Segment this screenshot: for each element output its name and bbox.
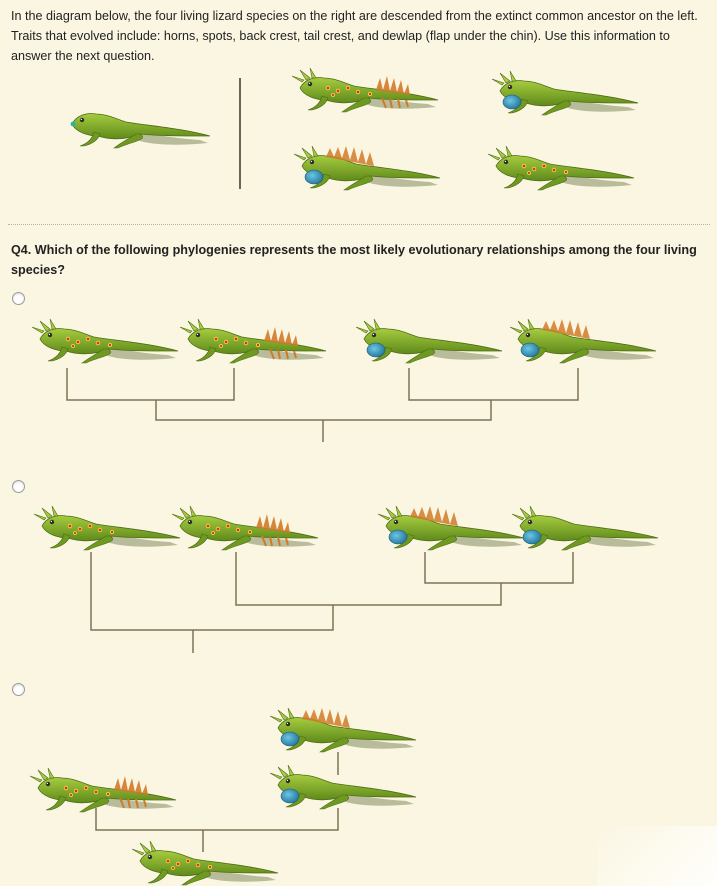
horns-spots-lizard-icon — [488, 146, 634, 190]
horns-dewlap-backcrest-lizard-icon — [378, 506, 524, 550]
horns-spots-lizard-icon — [132, 841, 278, 885]
option-b-radio[interactable] — [12, 480, 25, 493]
option-b-branches — [90, 552, 574, 653]
horns-dewlap-lizard-icon — [492, 71, 638, 115]
horns-dewlap-lizard-icon — [270, 765, 416, 809]
section-divider — [8, 224, 710, 225]
option-a-radio[interactable] — [12, 292, 25, 305]
horns-dewlap-backcrest-lizard-icon — [510, 319, 656, 363]
option-c-branches — [95, 752, 339, 852]
option-b-tree — [34, 506, 658, 653]
intro-paragraph: In the diagram below, the four living li… — [11, 9, 698, 63]
option-c-radio[interactable] — [12, 683, 25, 696]
horns-dewlap-backcrest-lizard-icon — [294, 146, 440, 190]
horns-spots-lizard-icon — [34, 506, 180, 550]
horns-spots-lizard-icon — [32, 319, 178, 363]
horns-spots-tailcrest-lizard-icon — [180, 319, 326, 363]
ancestor-lizard-icon — [71, 113, 210, 148]
option-c-tree — [30, 708, 416, 885]
option-a-branches — [66, 368, 579, 442]
option-a-tree — [32, 319, 656, 442]
horns-dewlap-backcrest-lizard-icon — [270, 708, 416, 752]
horns-dewlap-lizard-icon — [356, 319, 502, 363]
horns-spots-tailcrest-lizard-icon — [292, 68, 438, 112]
question-text: Q4. Which of the following phylogenies r… — [11, 243, 697, 277]
horns-spots-tailcrest-lizard-icon — [172, 506, 318, 550]
horns-dewlap-lizard-icon — [512, 506, 658, 550]
corner-highlight — [597, 826, 717, 886]
horns-spots-tailcrest-lizard-icon — [30, 768, 176, 812]
